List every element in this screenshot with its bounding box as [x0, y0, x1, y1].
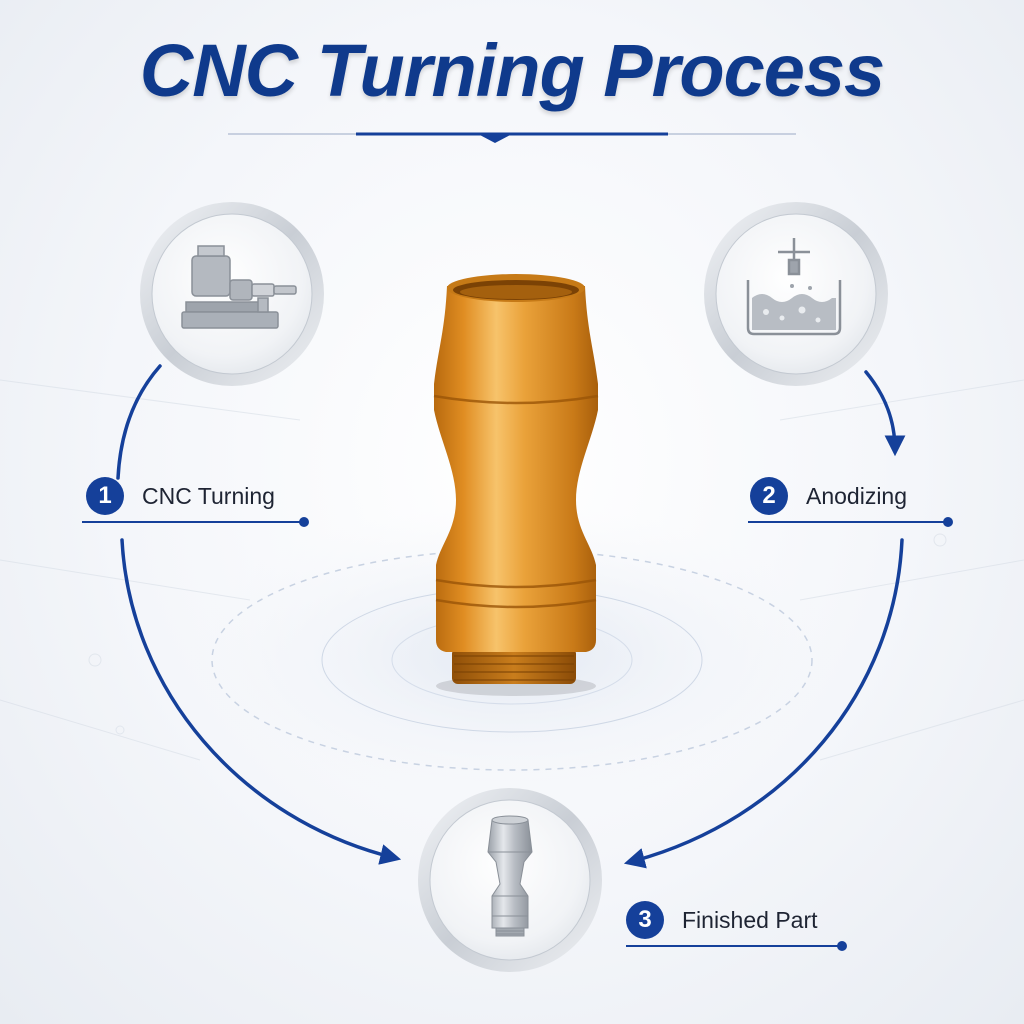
underline-dot-2 [943, 517, 953, 527]
anodized-orange-turned-part [433, 274, 599, 696]
page-title: CNC Turning Process [139, 29, 885, 112]
anodizing-tank-icon [746, 238, 842, 336]
step-1-icon-circle[interactable] [140, 202, 324, 386]
finished-part-icon [487, 815, 533, 937]
underline-dot-1 [299, 517, 309, 527]
step-2-text: Anodizing [806, 482, 908, 509]
step-2-number-badge: 2 [750, 477, 788, 515]
underline-dot-3 [837, 941, 847, 951]
arrow-2-to-3 [623, 538, 904, 869]
lathe-machine-icon [181, 245, 297, 329]
title-underline [228, 132, 796, 143]
step-1-label[interactable]: 1 CNC Turning [86, 474, 275, 518]
step-2-icon-circle[interactable] [704, 202, 888, 386]
arrow-1-to-3 [120, 538, 402, 865]
arrow-2-top [864, 370, 906, 457]
step-3-label[interactable]: 3 Finished Part [626, 898, 818, 942]
step-3-number-badge: 3 [626, 901, 664, 939]
step-2-label[interactable]: 2 Anodizing [750, 474, 907, 518]
thread-section [452, 648, 576, 684]
flow-arrows [116, 364, 906, 869]
step-3-text: Finished Part [682, 906, 818, 933]
step-3-icon-circle[interactable] [418, 788, 602, 972]
arrow-1-top [116, 364, 162, 480]
part-body [434, 286, 598, 652]
step-1-text: CNC Turning [142, 482, 275, 509]
step-1-number-badge: 1 [86, 477, 124, 515]
label-underlines [82, 521, 946, 947]
